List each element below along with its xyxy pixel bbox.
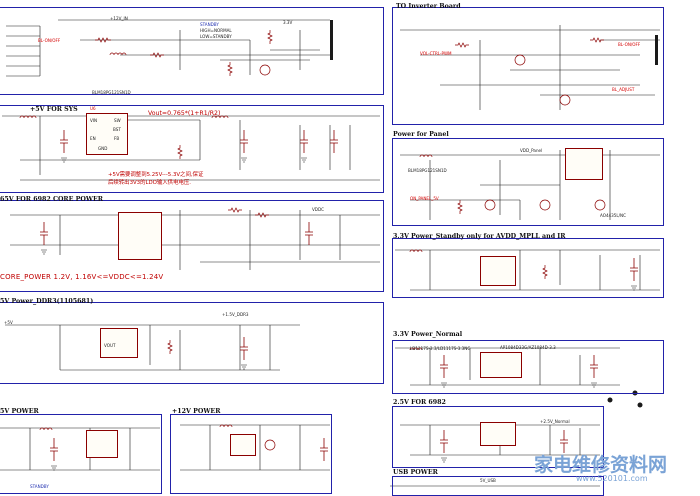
ic-normal-ldo [480,352,522,378]
title-normal-33v: 3.3V Power_Normal [393,331,463,338]
label-ic-u6: U6 [90,106,96,111]
title-core-power: 65V FOR 6982 CORE POWER [0,196,103,203]
label-on-panel: ON_PANEL_5V [410,196,439,201]
label-ap1084: AP1084D33G/AZ1084D-3.3 [500,345,556,350]
ic-12v-switch [230,434,256,456]
title-usb-power: USB POWER [393,469,438,476]
label-standby-low: LOW=STANDBY [200,34,232,39]
note-sys5v-line1: +5V需要调整到5.25V---5.3V之间,保证 [108,172,204,178]
label-bl-onoff-right: BL-ON/OFF [618,42,641,47]
label-vol-ctrl: VOL-CTRL-PWM [420,51,452,56]
title-5v-power: 5V POWER [0,408,39,415]
label-pin-fb: FB [114,136,120,141]
note-sys5v-line2: 后续转出3V3的LDO输入供电电压. [108,180,191,186]
note-vout-formula: Vout=0.765*(1+R1/R2) [148,110,221,117]
ic-ddr-regulator [100,328,138,358]
label-5v-ddr: +5V [4,320,13,325]
section-inverter-board [392,7,664,125]
title-sys-5v: +5V FOR SYS [30,106,78,113]
title-standby-33v: 3.3V Power_Standby only for AVDD_MPLL an… [393,233,566,240]
label-inductor-panel: BLM18PG121SN1D [408,168,447,173]
label-12v-in: +12V_IN [110,16,128,21]
label-standby: STANDBY [200,22,219,27]
section-usb-power [392,476,604,496]
section-ddr-power [0,302,384,384]
section-sys-5v [0,105,384,193]
title-inverter-board: TO Inverter Board [396,3,461,10]
section-standby-33v [392,238,664,298]
label-standby-high: HIGH=NORMAL [200,28,232,33]
title-6982-25v: 2.5V FOR 6982 [393,399,446,406]
ic-5v-regulator [86,430,118,458]
label-pin-vout: VOUT [104,343,116,348]
watermark-text: 家电维修资料网 [534,454,668,476]
label-pin-vin: VIN [90,118,98,123]
ic-panel-switch [565,148,603,180]
label-5v-usb: 5V_USB [480,478,496,483]
label-standby-bottom: STANDBY [30,484,49,489]
title-12v-power: +12V POWER [172,408,221,415]
label-bl-onoff: BL-ON/OFF [38,38,61,43]
section-6982-25v [392,406,604,468]
ic-standby-ldo [480,256,516,286]
label-33v-top: 3.3V [283,20,293,25]
label-ao4435: AO4435L/NC [600,213,626,218]
label-vddc: VDDC [312,207,324,212]
label-ld1117: LD1117S-3.3/LD1117S-3.3NC [410,346,471,351]
section-5v-power [0,414,162,494]
ic-25v-ldo [480,422,516,446]
title-ddr-power: 5V Power_DDR3(1105681) [0,298,94,305]
ic-core-regulator [118,212,162,260]
label-bl-adjust: BL_ADJUST [612,87,635,92]
label-pin-bst: BST [113,127,121,132]
watermark-url: www.520101.com [576,474,648,483]
section-core-power [0,200,384,292]
ic-u6 [86,113,128,155]
section-normal-33v [392,340,664,394]
label-pin-en: EN [90,136,96,141]
label-vdd-panel: VDD_Panel [520,148,543,153]
label-inductor-bl: BLM18PG121SN1D [92,90,131,95]
label-pin-gnd: GND [98,146,108,151]
title-power-panel: Power for Panel [393,131,449,138]
label-pin-sw: SW [114,118,121,123]
label-avdd-ddr: +1.5V_DDR3 [222,312,249,317]
label-25v-normal: +2.5V_Normal [540,419,570,424]
section-top-left [0,7,384,95]
note-core-voltage: CORE_POWER 1.2V, 1.16V<=VDDC<=1.24V [0,273,164,281]
section-power-panel [392,138,664,226]
